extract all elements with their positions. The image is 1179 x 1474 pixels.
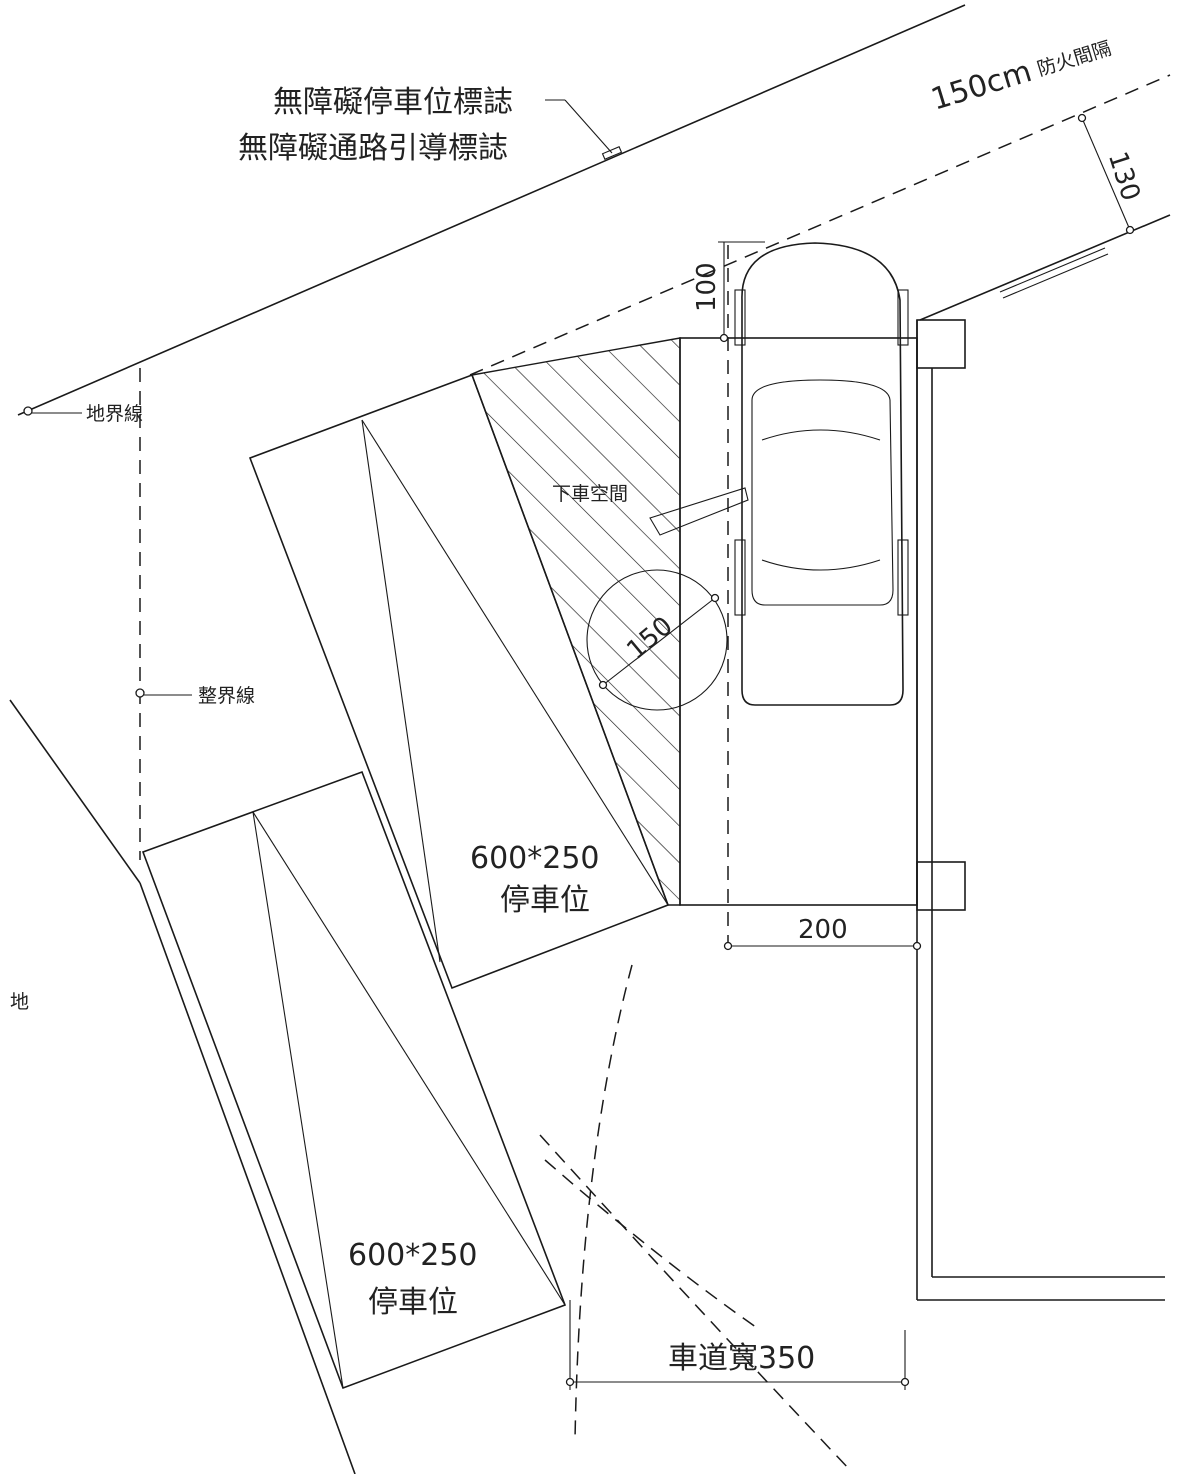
sign-marker <box>601 146 623 160</box>
driveway-width-label: 車道寬350 <box>668 1341 815 1376</box>
angled-stall-1-diag <box>361 419 669 906</box>
turning-radius-line <box>602 597 716 686</box>
boundary-marker <box>23 406 33 416</box>
angled-stall-1-diag-2 <box>471 374 669 906</box>
sign-label-line1: 無障礙停車位標誌 <box>273 85 513 120</box>
dim-130-line <box>1081 117 1131 231</box>
stall-label-2: 停車位 <box>368 1285 458 1320</box>
column-bottom <box>916 861 966 911</box>
driveway-curve-3 <box>544 1159 761 1331</box>
dim-130-label: 130 <box>1102 148 1146 204</box>
angled-stall-2-divider <box>252 811 344 1389</box>
left-edge-line-2 <box>139 882 356 1474</box>
stall-size-label-1: 600*250 <box>470 841 600 876</box>
fire-gap-dashed-line <box>469 74 1171 376</box>
driveway-dim-tick-a <box>565 1377 575 1387</box>
dim-200-tick-a <box>723 941 733 951</box>
stall-label-1: 停車位 <box>500 883 590 918</box>
alighting-space-label: 下車空間 <box>552 483 628 505</box>
driveway-curve-2 <box>539 1134 851 1471</box>
stall-size-label-2: 600*250 <box>348 1238 478 1273</box>
sign-label-line2: 無障礙通路引導標誌 <box>238 131 508 166</box>
turning-circle <box>586 569 728 711</box>
adjust-line-label: 整界線 <box>198 685 255 707</box>
dim-130-tick-a <box>1077 113 1087 123</box>
fire-gap-suffix: 防火間隔 <box>1035 37 1114 80</box>
left-edge-line <box>9 699 141 884</box>
car-icon <box>734 242 909 706</box>
adjust-marker <box>135 688 145 698</box>
angled-stall-1-divider <box>361 419 441 963</box>
edge-text: 地 <box>10 991 29 1013</box>
radius-point-a <box>598 680 608 690</box>
dim-100-tick <box>719 333 729 343</box>
dim-100-label: 100 <box>692 262 722 312</box>
boundary-line-label: 地界線 <box>86 403 143 425</box>
dim-200-label: 200 <box>798 915 848 945</box>
driveway-dim-tick-b <box>900 1377 910 1387</box>
fire-gap-label: 150cm <box>927 54 1036 118</box>
car-door <box>649 487 749 536</box>
dim-130-tick-b <box>1125 225 1135 235</box>
accessible-stall <box>679 337 918 906</box>
dim-200-tick-b <box>912 941 922 951</box>
column-top <box>916 319 966 369</box>
angled-stall-2-diag <box>252 811 566 1306</box>
driveway-curve-1 <box>574 964 633 1441</box>
property-boundary-line <box>17 4 966 416</box>
right-boundary-line-inner-2 <box>1002 253 1109 299</box>
right-boundary-line-inner <box>999 247 1106 293</box>
sign-leader-diagonal <box>564 99 613 154</box>
radius-point-b <box>710 593 720 603</box>
